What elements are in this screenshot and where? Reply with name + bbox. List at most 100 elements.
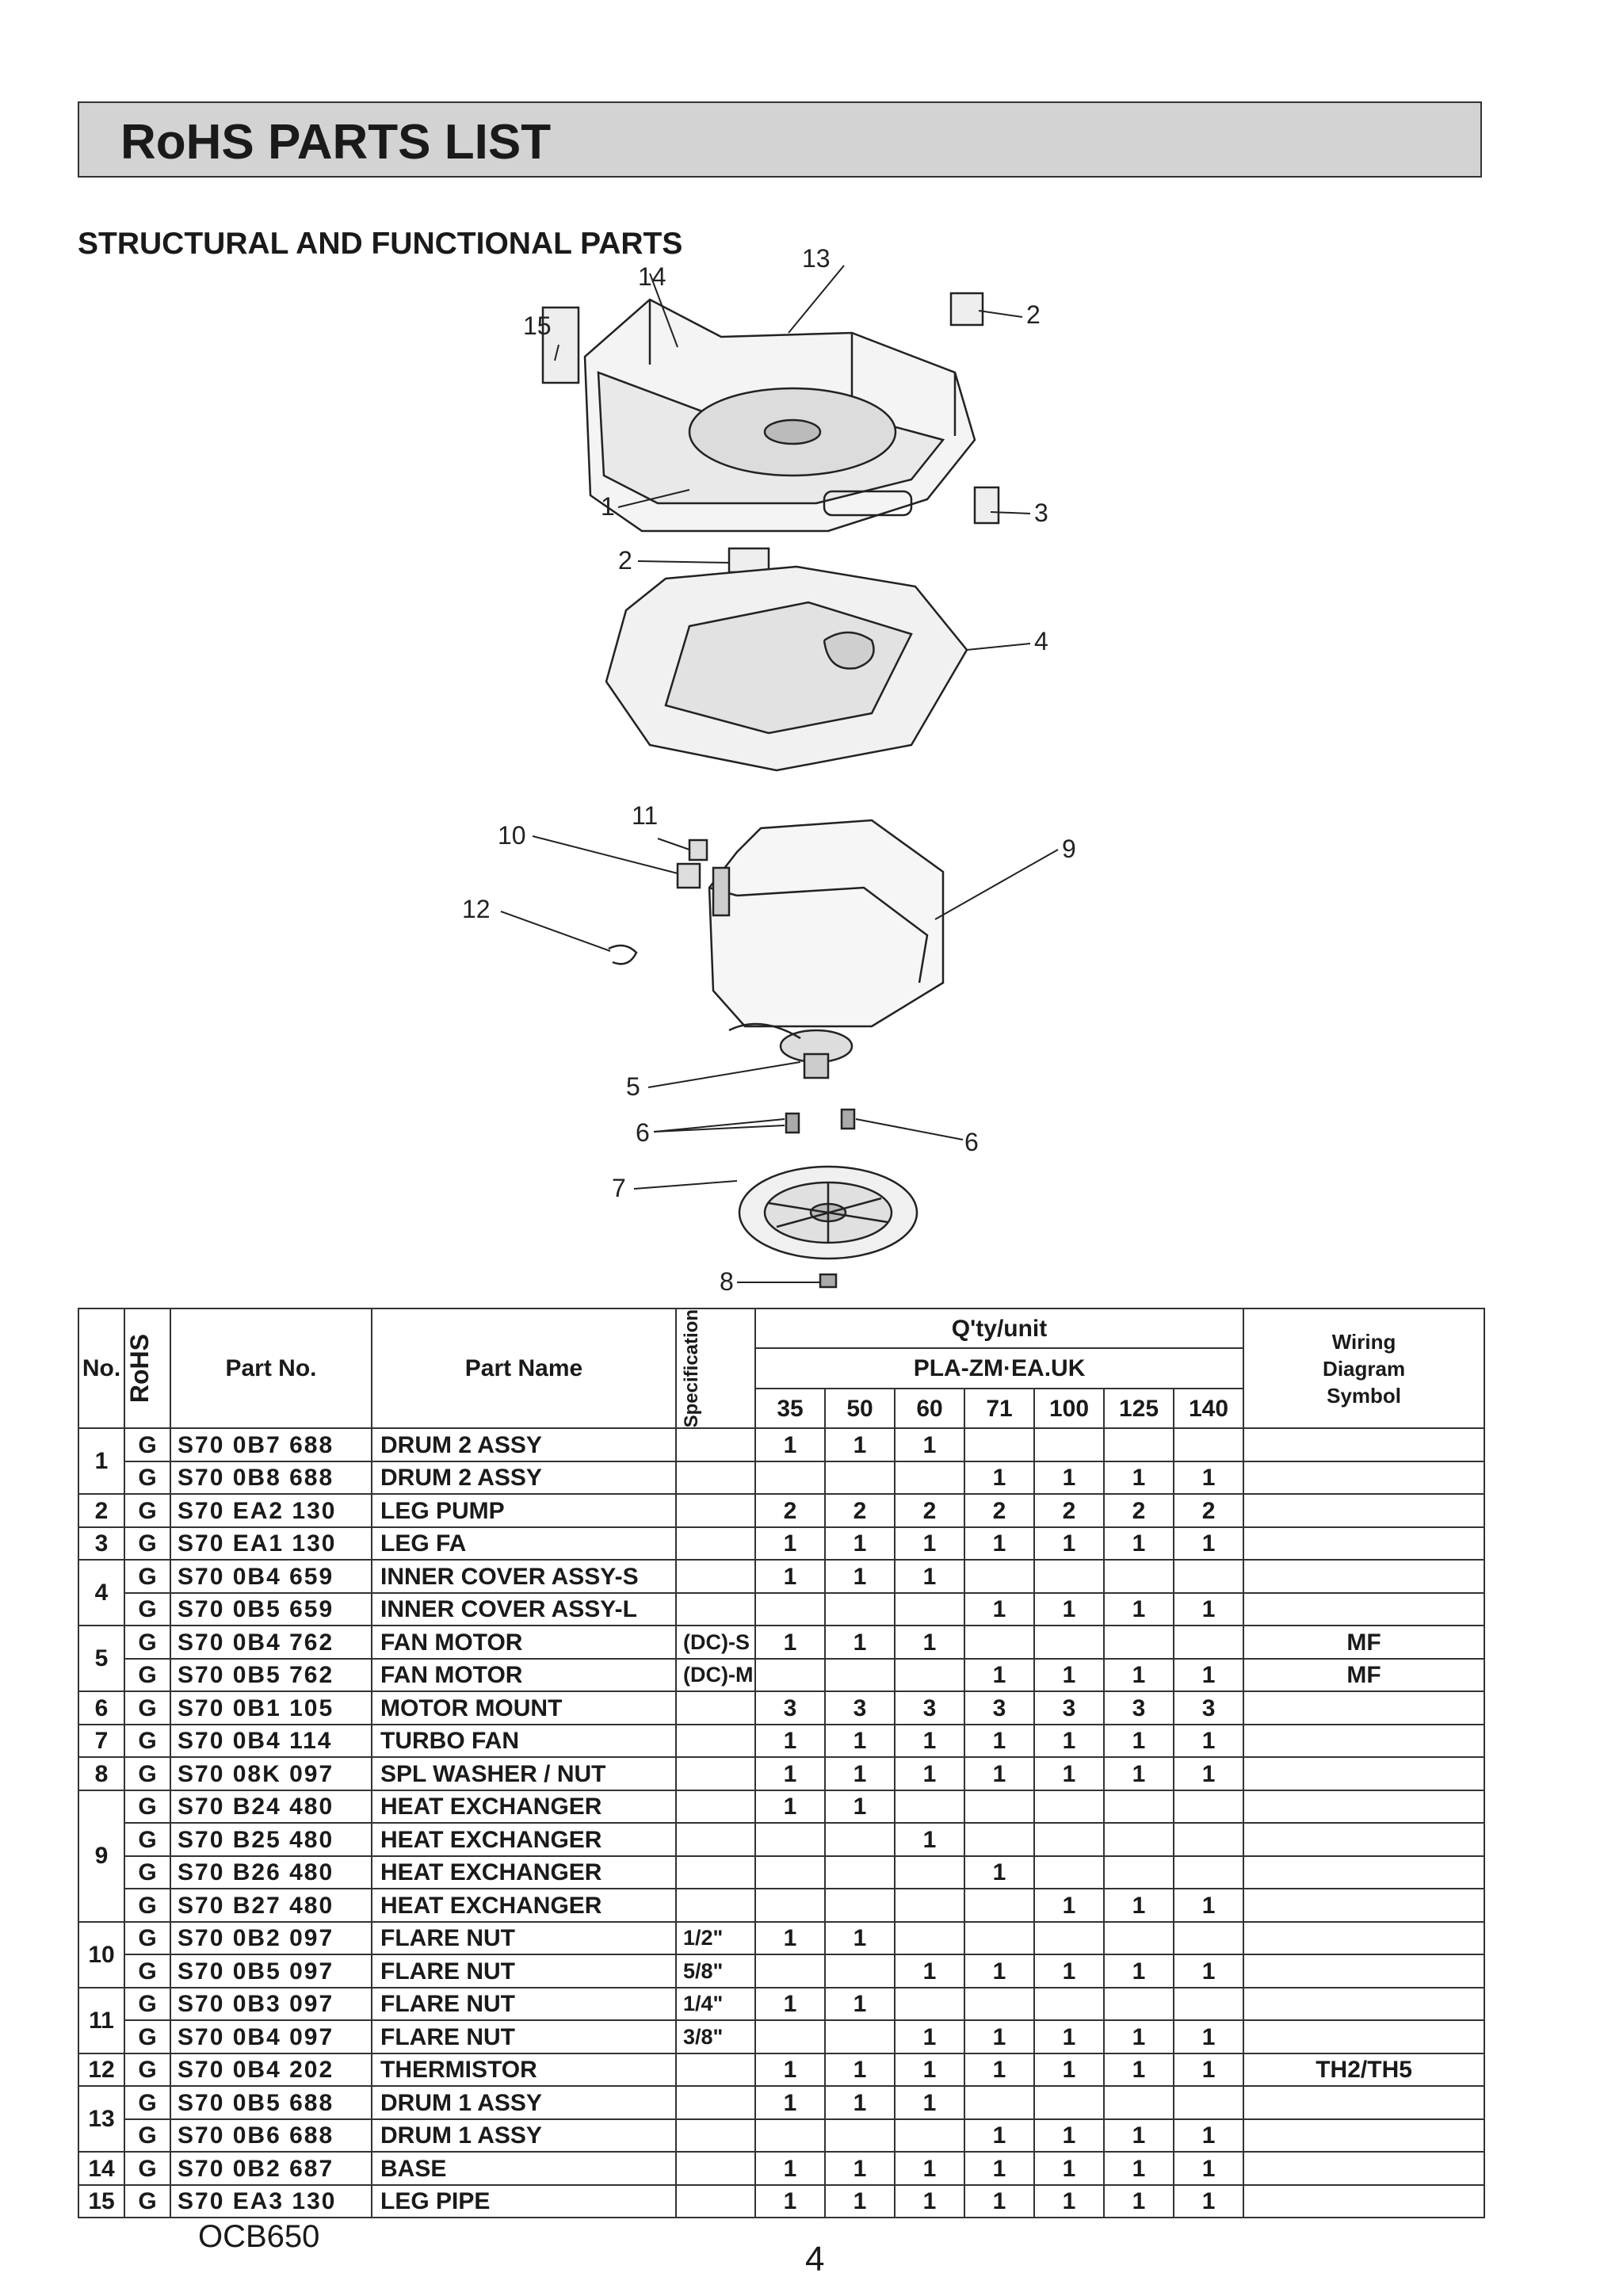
cell-qty: [894, 1460, 965, 1496]
callout-8: 8: [720, 1267, 734, 1296]
cell-rohs: G: [124, 2019, 171, 2054]
cell-qty: 1: [964, 2151, 1035, 2186]
cell-part-no: S70 B27 480: [170, 1888, 372, 1923]
cell-spec: 3/8": [675, 2019, 756, 2054]
cell-qty: 1: [754, 2183, 826, 2219]
callout-2-top: 2: [1026, 300, 1041, 329]
cell-qty: 1: [824, 1625, 896, 1660]
cell-qty: [894, 1657, 965, 1693]
cell-qty: 1: [1103, 1591, 1174, 1627]
cell-qty: 1: [964, 1723, 1035, 1759]
cell-qty: 1: [824, 1723, 896, 1759]
cell-qty: 1: [1033, 1657, 1105, 1693]
cell-qty: 1: [824, 1756, 896, 1791]
cell-spec: 1/4": [675, 1986, 756, 2022]
thermistor-drawing: [608, 944, 638, 965]
cell-qty: [824, 1657, 896, 1693]
cell-qty: [1172, 1559, 1245, 1594]
cell-rohs: G: [124, 1460, 171, 1496]
inner-cover-drawing: [605, 565, 968, 772]
motor-mount-drawing: [785, 1108, 856, 1134]
cell-qty: [824, 1591, 896, 1627]
cell-qty: [964, 2085, 1035, 2120]
cell-spec: 1/2": [675, 1920, 756, 1956]
cell-qty: 1: [1172, 2019, 1245, 2054]
cell-qty: 1: [754, 1427, 826, 1462]
cell-part-no: S70 0B5 688: [170, 2085, 372, 2120]
cell-qty: [964, 1559, 1035, 1594]
callout-9: 9: [1062, 835, 1076, 863]
cell-wiring: [1243, 1954, 1486, 1988]
cell-qty: 1: [824, 1920, 896, 1956]
cell-part-no: S70 0B4 097: [170, 2019, 372, 2054]
spl-washer-nut-drawing: [819, 1273, 838, 1289]
callout-11: 11: [632, 801, 658, 830]
cell-qty: [1172, 1986, 1245, 2022]
cell-part-no: S70 0B5 659: [170, 1591, 372, 1627]
cell-qty: 1: [754, 1789, 826, 1824]
cell-item-no: 14: [78, 2151, 125, 2186]
cell-item-no: 11: [78, 1986, 125, 2054]
cell-qty: 1: [1033, 1954, 1105, 1988]
cell-qty: 1: [964, 1460, 1035, 1496]
header-qty: Q'ty/unit: [754, 1307, 1245, 1350]
cell-part-no: S70 0B4 659: [170, 1559, 372, 1594]
cell-part-no: S70 B24 480: [170, 1789, 372, 1824]
cell-qty: 1: [754, 1986, 826, 2022]
cell-qty: 1: [894, 1822, 965, 1857]
cell-part-name: DRUM 2 ASSY: [371, 1427, 677, 1462]
cell-qty: 1: [1033, 2118, 1105, 2153]
header-capacity: 60: [894, 1387, 965, 1430]
cell-qty: [964, 1427, 1035, 1462]
cell-spec: [675, 1493, 756, 1528]
cell-item-no: 6: [78, 1690, 125, 1725]
cell-part-no: S70 0B2 097: [170, 1920, 372, 1956]
cell-qty: 1: [754, 1920, 826, 1956]
cell-qty: 2: [894, 1493, 965, 1528]
cell-spec: [675, 2085, 756, 2120]
cell-wiring: [1243, 1920, 1486, 1956]
cell-qty: [894, 1789, 965, 1824]
cell-item-no: 7: [78, 1723, 125, 1759]
callout-1: 1: [601, 492, 615, 521]
cell-qty: 1: [754, 1559, 826, 1594]
header-specification: Specification: [675, 1307, 756, 1430]
cell-item-no: 1: [78, 1427, 125, 1496]
cell-part-name: HEAT EXCHANGER: [371, 1888, 677, 1923]
cell-spec: 5/8": [675, 1954, 756, 1988]
cell-wiring: [1243, 2085, 1486, 2120]
cell-part-name: TURBO FAN: [371, 1723, 677, 1759]
cell-part-name: MOTOR MOUNT: [371, 1690, 677, 1725]
cell-part-no: S70 0B4 114: [170, 1723, 372, 1759]
cell-wiring: [1243, 1723, 1486, 1759]
cell-wiring: [1243, 1756, 1486, 1791]
cell-qty: 1: [1103, 2118, 1174, 2153]
cell-part-name: HEAT EXCHANGER: [371, 1822, 677, 1857]
callout-13: 13: [802, 244, 831, 273]
cell-part-name: FLARE NUT: [371, 1986, 677, 2022]
cell-rohs: G: [124, 1690, 171, 1725]
cell-qty: [824, 2118, 896, 2153]
cell-qty: [1103, 1986, 1174, 2022]
cell-rohs: G: [124, 1888, 171, 1923]
cell-qty: 1: [754, 2151, 826, 2186]
cell-part-name: INNER COVER ASSY-S: [371, 1559, 677, 1594]
cell-qty: [1033, 1986, 1105, 2022]
leg-pipe-bracket-drawing: [541, 306, 580, 384]
cell-qty: 3: [1103, 1690, 1174, 1725]
cell-qty: 3: [1033, 1690, 1105, 1725]
cell-spec: [675, 1789, 756, 1824]
cell-qty: 1: [824, 1986, 896, 2022]
cell-qty: [1172, 1625, 1245, 1660]
cell-spec: [675, 2151, 756, 2186]
callout-4: 4: [1034, 627, 1048, 655]
cell-qty: [1172, 2085, 1245, 2120]
cell-rohs: G: [124, 2151, 171, 2186]
cell-part-name: HEAT EXCHANGER: [371, 1855, 677, 1890]
